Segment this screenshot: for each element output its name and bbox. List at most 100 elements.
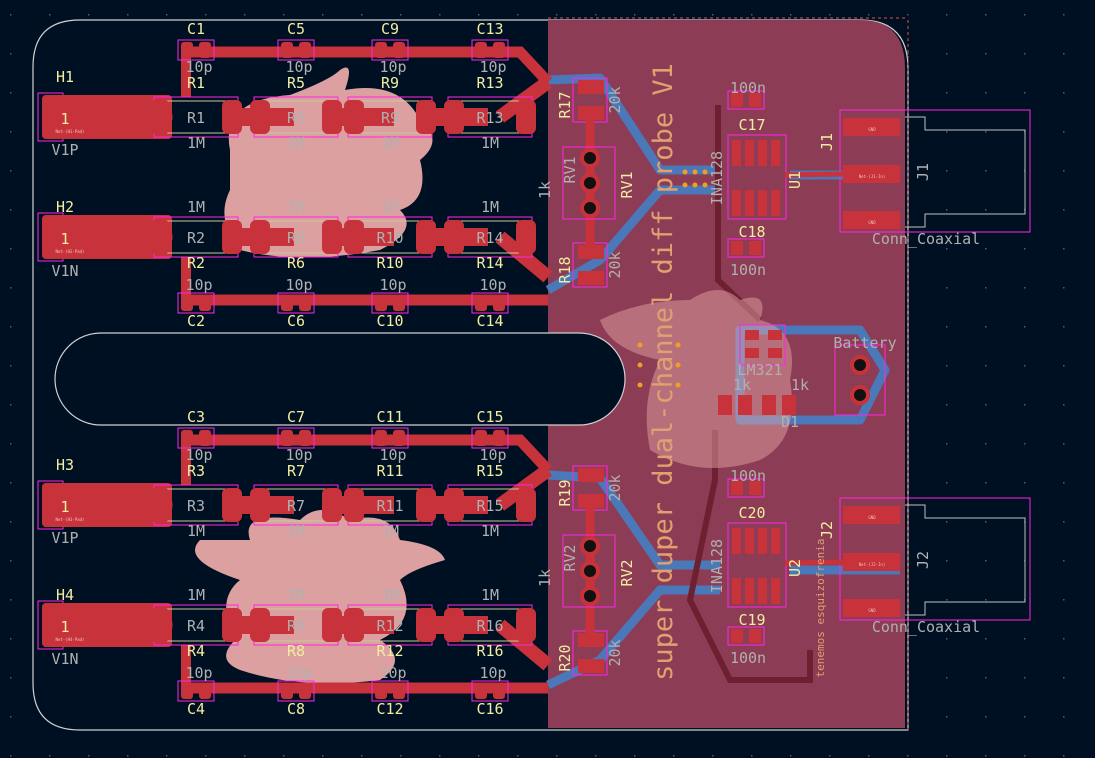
connector-pad[interactable]	[843, 506, 900, 524]
regulator-pad[interactable]	[745, 348, 759, 358]
resistor-pad[interactable]	[718, 395, 732, 415]
resistor-pad[interactable]	[150, 488, 170, 522]
ic-pin-pad[interactable]	[758, 578, 767, 604]
cap-pad[interactable]	[393, 430, 405, 446]
resistor-pad[interactable]	[344, 220, 364, 254]
resistor-pad[interactable]	[578, 468, 604, 482]
potentiometer-pin[interactable]	[580, 586, 600, 606]
ic-pin-pad[interactable]	[771, 528, 780, 554]
battery-pin[interactable]	[850, 355, 870, 375]
cap-pad[interactable]	[281, 683, 293, 699]
resistor-pad[interactable]	[516, 608, 536, 642]
cap-pad[interactable]	[749, 241, 761, 255]
ic-pin-pad[interactable]	[771, 190, 780, 216]
cap-pad[interactable]	[475, 295, 487, 311]
cap-pad[interactable]	[493, 295, 505, 311]
ic-pin-pad[interactable]	[732, 578, 741, 604]
cap-pad[interactable]	[181, 430, 193, 446]
ic-pin-pad[interactable]	[758, 140, 767, 166]
cap-pad[interactable]	[393, 295, 405, 311]
resistor-pad[interactable]	[250, 608, 270, 642]
resistor-pad[interactable]	[250, 100, 270, 134]
resistor-pad[interactable]	[578, 106, 604, 120]
cap-pad[interactable]	[375, 683, 387, 699]
ic-pin-pad[interactable]	[732, 528, 741, 554]
cap-pad[interactable]	[375, 42, 387, 58]
cap-pad[interactable]	[493, 430, 505, 446]
cap-pad[interactable]	[299, 430, 311, 446]
ic-pin-pad[interactable]	[758, 528, 767, 554]
resistor-pad[interactable]	[150, 100, 170, 134]
ic-pin-pad[interactable]	[745, 190, 754, 216]
connector-pad[interactable]	[843, 118, 900, 136]
cap-pad[interactable]	[299, 683, 311, 699]
cap-pad[interactable]	[375, 295, 387, 311]
connector-pad[interactable]	[843, 165, 900, 183]
resistor-pad[interactable]	[782, 395, 796, 415]
cap-pad[interactable]	[493, 42, 505, 58]
test-point-pad[interactable]	[42, 95, 172, 139]
test-point-pad[interactable]	[42, 483, 172, 527]
cap-pad[interactable]	[749, 93, 761, 107]
cap-pad[interactable]	[281, 295, 293, 311]
potentiometer-pin[interactable]	[580, 148, 600, 168]
ic-pin-pad[interactable]	[745, 528, 754, 554]
cap-pad[interactable]	[393, 42, 405, 58]
test-point-pad[interactable]	[42, 603, 172, 647]
connector-pad[interactable]	[843, 553, 900, 571]
cap-pad[interactable]	[493, 683, 505, 699]
regulator-pad[interactable]	[745, 330, 759, 340]
test-point-pad[interactable]	[42, 215, 172, 259]
cap-pad[interactable]	[281, 42, 293, 58]
resistor-pad[interactable]	[150, 220, 170, 254]
connector-pad[interactable]	[843, 211, 900, 229]
connector-pad[interactable]	[843, 599, 900, 617]
cap-pad[interactable]	[199, 42, 211, 58]
ic-pin-pad[interactable]	[745, 578, 754, 604]
cap-pad[interactable]	[475, 683, 487, 699]
cap-pad[interactable]	[375, 430, 387, 446]
cap-pad[interactable]	[199, 683, 211, 699]
potentiometer-pin[interactable]	[580, 173, 600, 193]
cap-pad[interactable]	[299, 42, 311, 58]
regulator-pad[interactable]	[768, 348, 782, 358]
ic-pin-pad[interactable]	[771, 578, 780, 604]
resistor-pad[interactable]	[516, 100, 536, 134]
potentiometer-pin[interactable]	[580, 536, 600, 556]
ic-pin-pad[interactable]	[758, 190, 767, 216]
ic-pin-pad[interactable]	[732, 190, 741, 216]
cap-pad[interactable]	[475, 430, 487, 446]
cap-pad[interactable]	[749, 481, 761, 495]
cap-pad[interactable]	[181, 683, 193, 699]
cap-pad[interactable]	[731, 481, 743, 495]
cap-pad[interactable]	[475, 42, 487, 58]
resistor-pad[interactable]	[344, 608, 364, 642]
resistor-pad[interactable]	[578, 245, 604, 259]
resistor-pad[interactable]	[738, 395, 752, 415]
resistor-pad[interactable]	[444, 488, 464, 522]
resistor-pad[interactable]	[150, 608, 170, 642]
resistor-pad[interactable]	[578, 80, 604, 94]
potentiometer-pin[interactable]	[580, 561, 600, 581]
resistor-pad[interactable]	[250, 220, 270, 254]
cap-pad[interactable]	[181, 295, 193, 311]
resistor-pad[interactable]	[444, 100, 464, 134]
resistor-pad[interactable]	[344, 488, 364, 522]
resistor-pad[interactable]	[762, 395, 776, 415]
resistor-pad[interactable]	[578, 494, 604, 508]
resistor-pad[interactable]	[578, 271, 604, 285]
regulator-pad[interactable]	[768, 330, 782, 340]
resistor-pad[interactable]	[578, 633, 604, 647]
battery-pin[interactable]	[850, 385, 870, 405]
ic-pin-pad[interactable]	[732, 140, 741, 166]
resistor-pad[interactable]	[344, 100, 364, 134]
cap-pad[interactable]	[731, 629, 743, 643]
resistor-pad[interactable]	[516, 488, 536, 522]
cap-pad[interactable]	[731, 93, 743, 107]
cap-pad[interactable]	[199, 430, 211, 446]
cap-pad[interactable]	[731, 241, 743, 255]
resistor-pad[interactable]	[250, 488, 270, 522]
potentiometer-pin[interactable]	[580, 198, 600, 218]
resistor-pad[interactable]	[444, 608, 464, 642]
